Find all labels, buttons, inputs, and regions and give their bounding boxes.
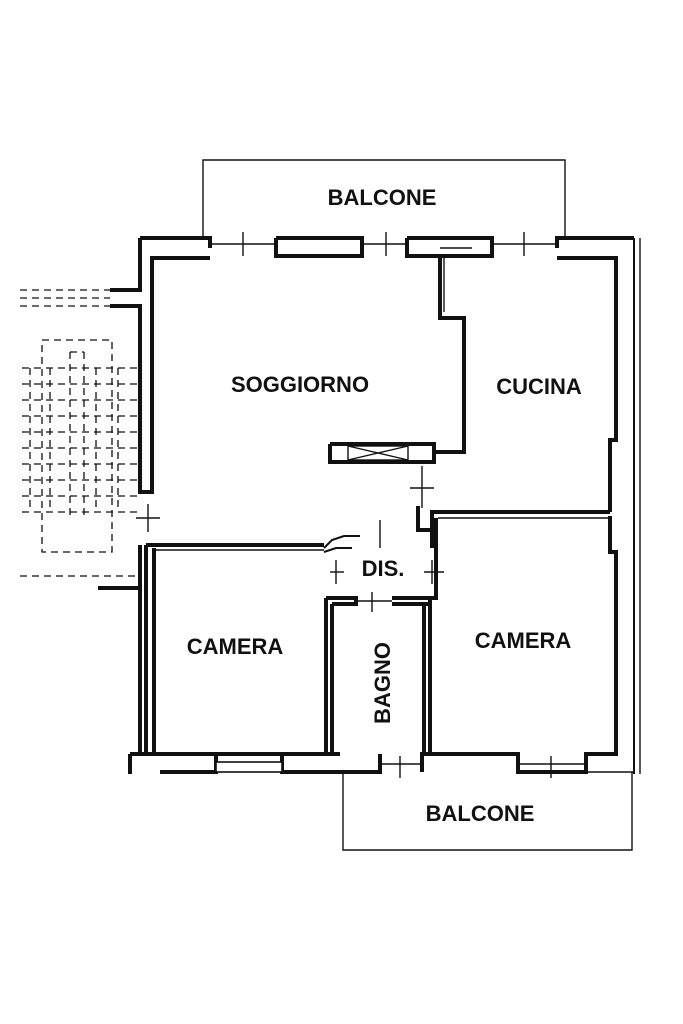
hall-walls	[323, 506, 610, 754]
living-room-label: SOGGIORNO	[231, 372, 369, 397]
door-marks	[330, 466, 444, 612]
balcony-bottom-outline	[342, 772, 633, 851]
top-exterior-wall	[140, 232, 634, 258]
balcony-bottom-label: BALCONE	[426, 801, 535, 826]
chimney-flue	[328, 442, 436, 464]
bedroom-left-walls	[144, 543, 324, 752]
staircase-dashed	[20, 289, 140, 577]
bottom-exterior-wall	[128, 752, 634, 778]
hall-label: DIS.	[362, 556, 405, 581]
kitchen-label: CUCINA	[496, 374, 582, 399]
bedroom-left-label: CAMERA	[187, 634, 284, 659]
left-exterior-wall	[98, 238, 210, 752]
balcony-top-outline	[202, 159, 566, 238]
bedroom-right-label: CAMERA	[475, 628, 572, 653]
balcony-top-label: BALCONE	[328, 185, 437, 210]
bathroom-walls	[324, 596, 432, 754]
kitchen-partition	[432, 258, 466, 462]
right-exterior-wall	[557, 238, 641, 774]
bathroom-label: BAGNO	[370, 642, 395, 724]
